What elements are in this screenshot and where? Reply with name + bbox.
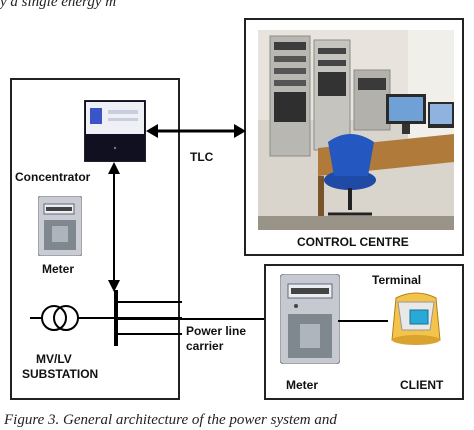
- control-centre-photo: [258, 30, 454, 230]
- top-caption: y a single energy m: [0, 0, 117, 10]
- client-meter-label: Meter: [286, 378, 319, 392]
- tlc-label: TLC: [190, 150, 214, 164]
- substation-label: MV/LV SUBSTATION: [22, 352, 98, 382]
- substation-label-line2: SUBSTATION: [22, 367, 99, 381]
- power-line-label-line2: carrier: [186, 339, 224, 353]
- tlc-arrow: [146, 124, 246, 138]
- figure-caption: Figure 3. General architecture of the po…: [4, 412, 337, 428]
- control-centre-box: [244, 18, 464, 256]
- concentrator-bus-arrow: [108, 162, 120, 292]
- control-centre-label: CONTROL CENTRE: [297, 235, 409, 249]
- client-meter-device: [280, 274, 340, 364]
- substation-meter-label: Meter: [42, 262, 75, 276]
- power-line-label: Power line carrier: [186, 324, 246, 354]
- substation-box: [10, 78, 180, 400]
- transformer-symbol: [30, 305, 114, 331]
- client-box: [264, 264, 464, 400]
- concentrator-label: Concentrator: [15, 170, 91, 184]
- meter-terminal-link: [338, 320, 388, 322]
- client-label: CLIENT: [400, 378, 444, 392]
- terminal-device: [391, 292, 441, 345]
- power-line-label-line1: Power line: [186, 324, 247, 338]
- power-line: [116, 318, 266, 320]
- terminal-label: Terminal: [372, 273, 422, 287]
- substation-meter-device: [38, 196, 82, 256]
- substation-label-line1: MV/LV: [36, 352, 72, 366]
- concentrator-device: [84, 100, 146, 162]
